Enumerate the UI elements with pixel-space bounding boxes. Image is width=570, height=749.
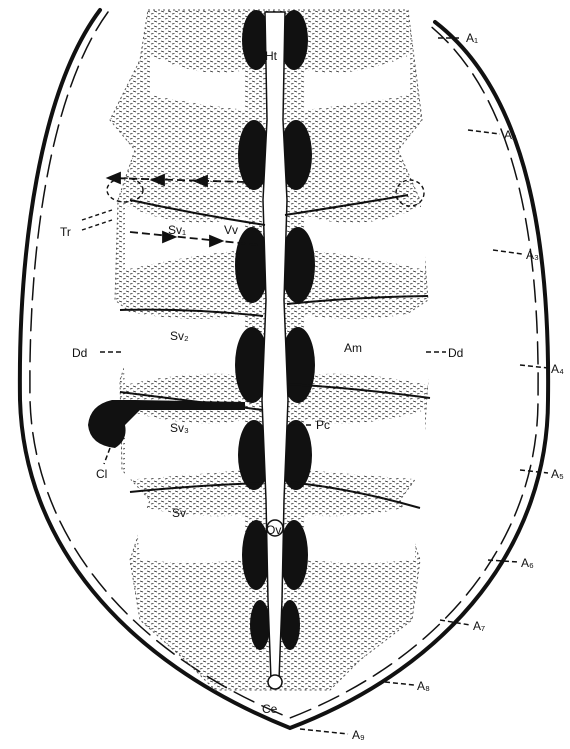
label-segmental-vessel-2: Sv₂: [170, 329, 189, 343]
caecum-end: [268, 675, 282, 689]
label-segment-a3: A₃: [526, 248, 539, 262]
label-segmental-vessel-4: Sv: [172, 506, 186, 520]
label-tracheae: Tr: [60, 225, 71, 239]
label-heart: Ht: [265, 49, 278, 63]
label-cluster: Cl: [96, 467, 107, 481]
label-segment-a2: A₂: [504, 128, 517, 142]
label-dorsal-diaphragm-right: Dd: [448, 346, 463, 360]
label-ventricle-valve: Vv: [224, 223, 238, 237]
label-segmental-vessel-3: Sv₃: [170, 421, 189, 435]
label-segment-a1: A₁: [466, 31, 478, 45]
label-caecum: Ce: [262, 702, 278, 716]
label-segment-a5: A₅: [551, 467, 564, 481]
label-segmental-vessel-1: Sv₁: [168, 223, 186, 237]
label-dorsal-diaphragm-left: Dd: [72, 346, 87, 360]
label-segment-a6: A₆: [521, 556, 534, 570]
label-segment-a4: A₄: [551, 362, 564, 376]
label-segment-a9: A₉: [352, 728, 365, 742]
label-alary-muscles: Am: [344, 341, 362, 355]
label-pericardial-cells: Pc: [316, 418, 330, 432]
label-ostium-valve: Ov: [266, 523, 281, 537]
label-segment-a7: A₇: [473, 619, 485, 633]
label-segment-a8: A₈: [417, 679, 430, 693]
